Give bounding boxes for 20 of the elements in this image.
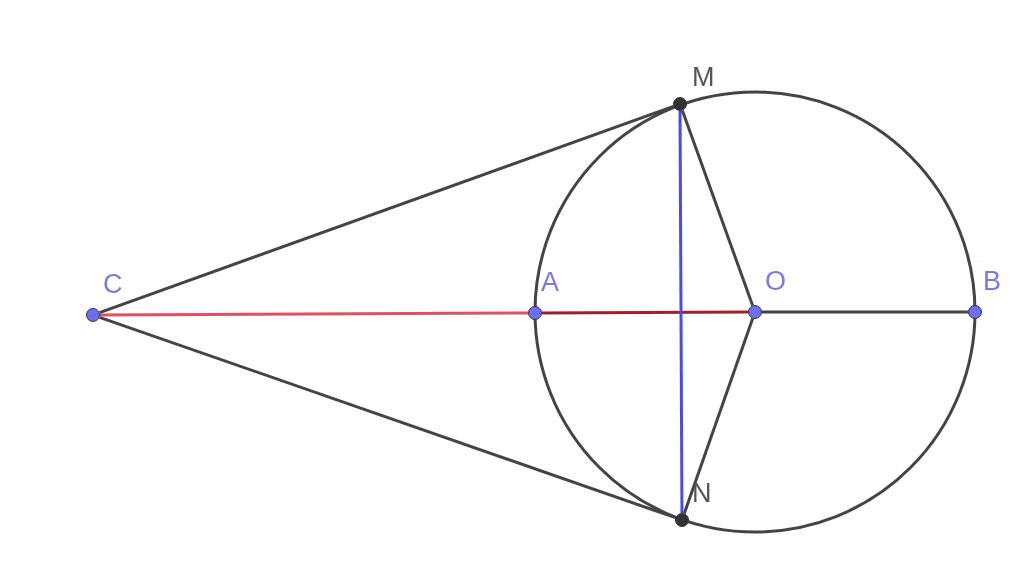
point <box>673 97 687 111</box>
line-segment <box>682 318 755 514</box>
point-label: O <box>765 266 786 296</box>
point-label: N <box>692 478 712 508</box>
point <box>748 305 762 319</box>
point-label: B <box>983 266 1001 296</box>
line-segment <box>678 111 684 513</box>
point <box>86 308 100 322</box>
line-segment <box>99 104 674 315</box>
point <box>675 513 689 527</box>
line-segment <box>762 310 968 314</box>
point-label: C <box>103 269 123 299</box>
line-segment <box>542 310 748 315</box>
point <box>528 306 542 320</box>
point <box>968 305 982 319</box>
point-label: M <box>692 62 715 92</box>
line-segment <box>100 311 528 317</box>
point-label: A <box>541 267 559 297</box>
line-segment <box>99 315 676 520</box>
line-segment <box>680 110 755 306</box>
